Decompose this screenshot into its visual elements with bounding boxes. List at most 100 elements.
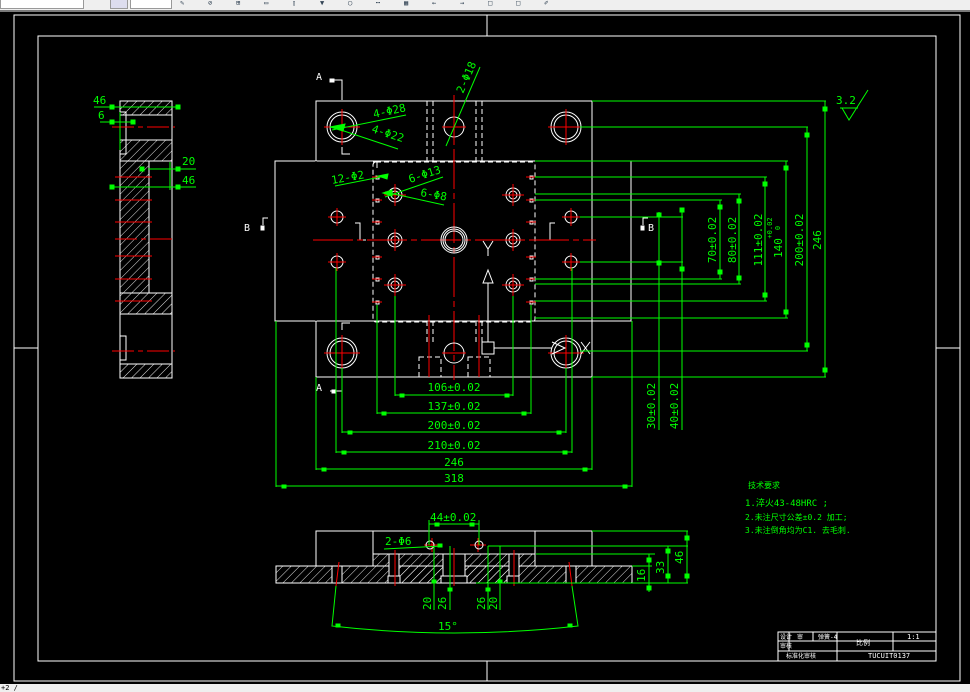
arrow-down-icon[interactable]: ▼ — [320, 0, 325, 7]
cad-stroke — [717, 204, 723, 210]
cad-stroke — [109, 104, 115, 110]
dim-111: 111±0.02 — [752, 214, 765, 267]
cad-stroke — [506, 575, 520, 584]
title-cell-name: 比例 — [856, 638, 870, 647]
cad-stroke — [736, 198, 742, 204]
side-dim-46-top: 46 — [93, 94, 106, 107]
cad-stroke — [175, 104, 181, 110]
arrow-left-icon[interactable]: ← — [432, 0, 437, 7]
cad-stroke — [567, 623, 573, 628]
cad-stroke — [372, 161, 536, 323]
dim-44: 44±0.02 — [430, 511, 476, 524]
cad-stroke — [545, 222, 555, 241]
dim-106: 106±0.02 — [428, 381, 481, 394]
cad-stroke — [384, 184, 524, 296]
tech-note-1: 1.淬火43-48HRC ; — [745, 497, 828, 509]
surface-finish-value: 3.2 — [836, 94, 856, 107]
cad-stroke — [736, 275, 742, 281]
cad-stroke — [376, 173, 389, 180]
cad-stroke — [485, 587, 491, 592]
cad-stroke — [281, 484, 287, 489]
box-icon[interactable]: □ — [488, 0, 493, 7]
linetype-dropdown[interactable] — [130, 0, 172, 9]
cad-stroke — [372, 553, 390, 567]
title-cell-design: 设计 — [780, 633, 792, 641]
cad-stroke — [330, 79, 343, 100]
callout-2-phi-6: 2-Φ6 — [385, 535, 412, 548]
cad-stroke — [341, 322, 350, 330]
dim-140-upper-tol: +0.02 — [766, 217, 774, 238]
circle-icon[interactable]: ◯ — [348, 0, 353, 7]
cad-stroke — [262, 217, 268, 225]
section-label-b-right: B — [648, 223, 654, 234]
cad-stroke — [388, 553, 400, 577]
cad-stroke — [656, 212, 662, 218]
layer-icon[interactable]: ▭ — [264, 0, 269, 7]
cad-stroke — [381, 189, 393, 197]
cad-stroke — [642, 217, 648, 225]
dim-33: 33 — [654, 561, 667, 574]
cad-stroke — [329, 78, 335, 83]
cad-stroke — [482, 240, 494, 250]
cad-stroke — [582, 467, 588, 472]
side-view: 46 6 20 46 — [93, 94, 196, 379]
layer-dropdown[interactable] — [0, 0, 84, 9]
cad-stroke — [665, 573, 671, 579]
cad-stroke — [119, 335, 127, 361]
cad-stroke — [175, 166, 181, 172]
window-icon[interactable]: ▯ — [292, 0, 297, 7]
cad-stroke — [383, 545, 443, 550]
cad-stroke — [562, 450, 568, 455]
dim-80: 80±0.02 — [726, 217, 739, 263]
command-line[interactable]: +2 / — [0, 684, 970, 692]
cad-stroke — [622, 484, 628, 489]
snap-icon[interactable]: ⊘ — [208, 0, 213, 7]
drawing-border — [13, 14, 961, 682]
pen-icon[interactable]: ✐ — [544, 0, 549, 7]
title-cell-standard: 标准化审核 — [786, 652, 816, 660]
cad-stroke — [521, 411, 527, 416]
cad-stroke — [783, 165, 789, 171]
cad-stroke — [804, 342, 810, 348]
cad-stroke — [762, 292, 768, 298]
cad-stroke — [440, 226, 468, 254]
cad-stroke — [355, 222, 366, 241]
draw-icon[interactable]: ✎ — [180, 0, 185, 7]
section-label-a-top: A — [316, 72, 322, 83]
cad-stroke — [822, 367, 828, 373]
toolbar-button-layer[interactable] — [110, 0, 128, 9]
cad-stroke — [717, 269, 723, 275]
grid-icon[interactable]: ⊞ — [236, 0, 241, 7]
cad-stroke — [481, 341, 495, 355]
callout-12-phi-2: 12-Φ2 — [330, 168, 365, 187]
cad-stroke — [328, 208, 580, 271]
cad-stroke — [464, 553, 510, 584]
cad-stroke — [841, 89, 869, 121]
cad-stroke — [445, 66, 481, 147]
dims-icon[interactable]: ┅ — [376, 0, 381, 7]
arrow-right-icon[interactable]: → — [460, 0, 465, 7]
cad-stroke — [656, 260, 662, 266]
cad-stroke — [434, 522, 440, 527]
title-cell-review: 审 — [797, 633, 803, 641]
plan-view: A A B B 4-Φ28 4-Φ22 2-Φ18 12-Φ2 6-Φ13 6-… — [244, 60, 869, 489]
cad-stroke — [130, 119, 136, 125]
table-icon[interactable]: ▦ — [404, 0, 409, 7]
cad-stroke — [804, 132, 810, 138]
drawing-canvas[interactable]: 46 6 20 46 — [0, 12, 970, 684]
dim-30: 30±0.02 — [645, 383, 658, 429]
section-label-a-bottom: A — [316, 383, 322, 394]
cad-stroke — [504, 393, 510, 398]
dim-140: 140 — [772, 238, 785, 258]
surface-finish-symbol — [840, 89, 869, 121]
cad-stroke — [274, 160, 632, 322]
cad-stroke — [580, 341, 591, 355]
cad-stroke — [334, 175, 387, 187]
cad-stroke — [119, 363, 173, 379]
dim-246: 246 — [444, 456, 464, 469]
dim-318: 318 — [444, 472, 464, 485]
box2-icon[interactable]: □ — [516, 0, 521, 7]
cad-stroke — [119, 160, 150, 294]
dim-26-right: 26 — [475, 597, 488, 610]
tech-notes-title: 技术要求 — [748, 480, 780, 490]
